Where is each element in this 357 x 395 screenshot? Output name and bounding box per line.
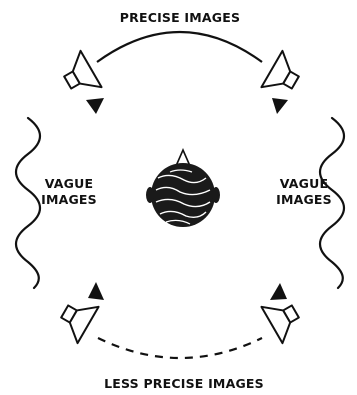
speaker-icon-rear-left xyxy=(54,293,98,343)
left-vague-label-line1: VAGUE xyxy=(45,176,93,191)
right-vague-label-line1: VAGUE xyxy=(280,176,328,191)
arrow-front-right xyxy=(272,98,288,114)
precise-arc xyxy=(97,32,262,62)
left-wavy-line xyxy=(16,118,40,288)
left-vague-label-line2: IMAGES xyxy=(41,192,97,207)
arrow-rear-left xyxy=(88,282,104,300)
right-vague-label-line2: IMAGES xyxy=(276,192,332,207)
speaker-icon-rear-right xyxy=(261,293,305,343)
precise-images-label: PRECISE IMAGES xyxy=(120,10,240,25)
less-precise-arc xyxy=(98,338,262,358)
less-precise-images-label: LESS PRECISE IMAGES xyxy=(104,376,264,391)
arrow-front-left xyxy=(86,98,104,114)
speaker-icon-front-left xyxy=(57,51,101,101)
listener-head-icon xyxy=(146,150,220,227)
speaker-icon-front-right xyxy=(261,51,305,101)
arrow-rear-right xyxy=(270,283,287,300)
